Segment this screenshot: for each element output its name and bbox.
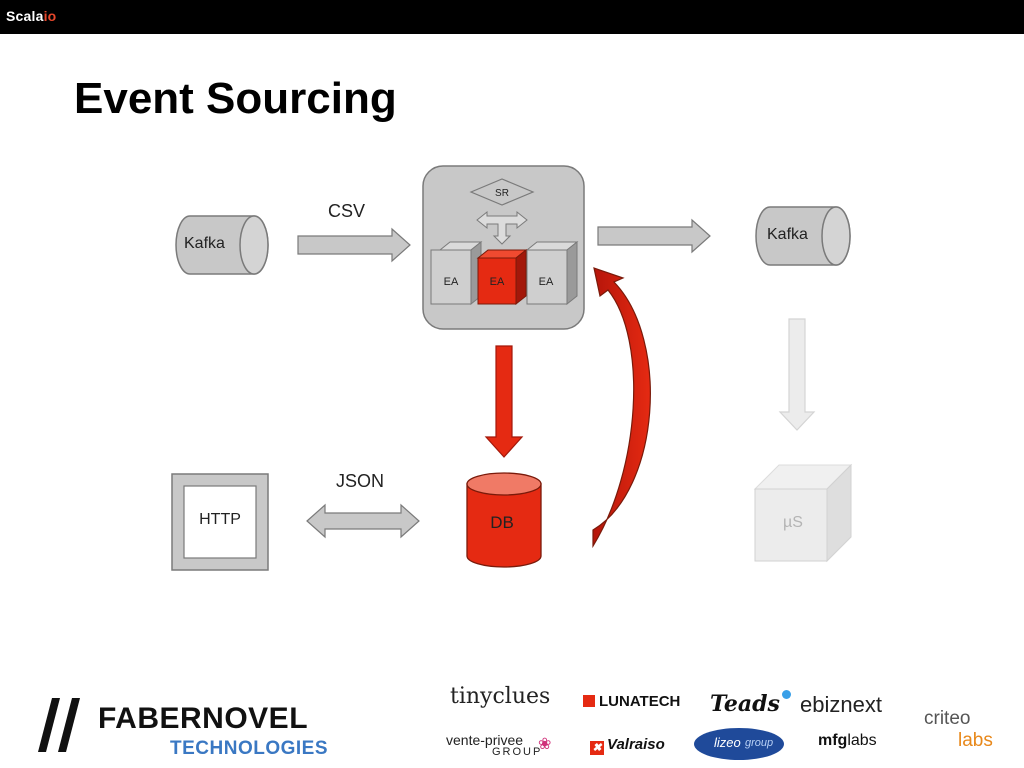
database-label: DB bbox=[490, 513, 514, 532]
faded-down-arrow bbox=[778, 318, 816, 431]
sponsor-footer: FABERNOVEL TECHNOLOGIES tinyclues LUNATE… bbox=[0, 680, 1024, 768]
fabernovel-subtitle: TECHNOLOGIES bbox=[170, 738, 329, 759]
source-kafka-label: Kafka bbox=[184, 235, 225, 252]
csv-label: CSV bbox=[328, 201, 365, 221]
output-arrow bbox=[597, 218, 711, 254]
vente-privee-logo: vente-privee GROUP ❀ bbox=[446, 732, 552, 758]
json-label: JSON bbox=[336, 471, 384, 491]
sink-kafka-queue: Kafka bbox=[755, 206, 851, 266]
json-double-arrow: JSON bbox=[306, 471, 420, 539]
event-sourcing-diagram: Kafka CSV SR EA EA EA bbox=[171, 165, 853, 571]
criteo-labs-logo: criteo labs bbox=[924, 708, 993, 751]
lizeo-logo: lizeo group bbox=[694, 728, 784, 760]
database-cylinder: DB bbox=[466, 472, 542, 568]
mfglabs-logo: mfglabs bbox=[818, 732, 877, 749]
lunatech-logo: LUNATECH bbox=[583, 693, 680, 710]
processor-box: SR EA EA EA bbox=[422, 165, 585, 330]
scalaio-logo: Scalaio bbox=[6, 8, 57, 24]
fabernovel-wordmark: FABERNOVEL bbox=[98, 702, 309, 735]
replay-curved-arrow bbox=[592, 267, 651, 549]
http-label: HTTP bbox=[199, 511, 241, 528]
entity-actor-active-label: EA bbox=[490, 276, 505, 288]
microservice-cube: µS bbox=[753, 463, 853, 563]
butterfly-icon: ❀ bbox=[538, 736, 552, 753]
lunatech-mark-icon bbox=[583, 695, 595, 707]
router-diamond bbox=[469, 178, 535, 206]
top-bar: Scalaio bbox=[0, 0, 1024, 34]
ebiznext-logo: ebiznext bbox=[800, 692, 882, 717]
entity-actor-active: EA bbox=[476, 248, 528, 306]
entity-actor-1-label: EA bbox=[444, 276, 459, 288]
fabernovel-logo: FABERNOVEL TECHNOLOGIES bbox=[36, 690, 329, 759]
slide-title: Event Sourcing bbox=[74, 74, 397, 123]
entity-actor-1: EA bbox=[430, 240, 483, 306]
tinyclues-logo: tinyclues bbox=[450, 684, 551, 709]
router-label: SR bbox=[495, 188, 509, 199]
source-kafka-queue: Kafka bbox=[175, 215, 269, 275]
valraiso-mark-icon: ✖ bbox=[590, 741, 604, 755]
teads-badge-icon bbox=[781, 690, 791, 699]
entity-actor-3-label: EA bbox=[539, 276, 554, 288]
fabernovel-slashes-icon bbox=[38, 698, 80, 752]
dispatch-arrow bbox=[476, 210, 528, 245]
valraiso-logo: ✖Valraiso bbox=[590, 736, 665, 755]
teads-logo: Teads bbox=[710, 690, 791, 717]
http-endpoint: HTTP bbox=[171, 473, 269, 571]
microservice-label: µS bbox=[783, 514, 803, 531]
entity-actor-3: EA bbox=[525, 240, 579, 306]
persist-arrow bbox=[484, 345, 524, 458]
sink-kafka-label: Kafka bbox=[767, 226, 808, 243]
csv-arrow: CSV bbox=[297, 201, 411, 263]
